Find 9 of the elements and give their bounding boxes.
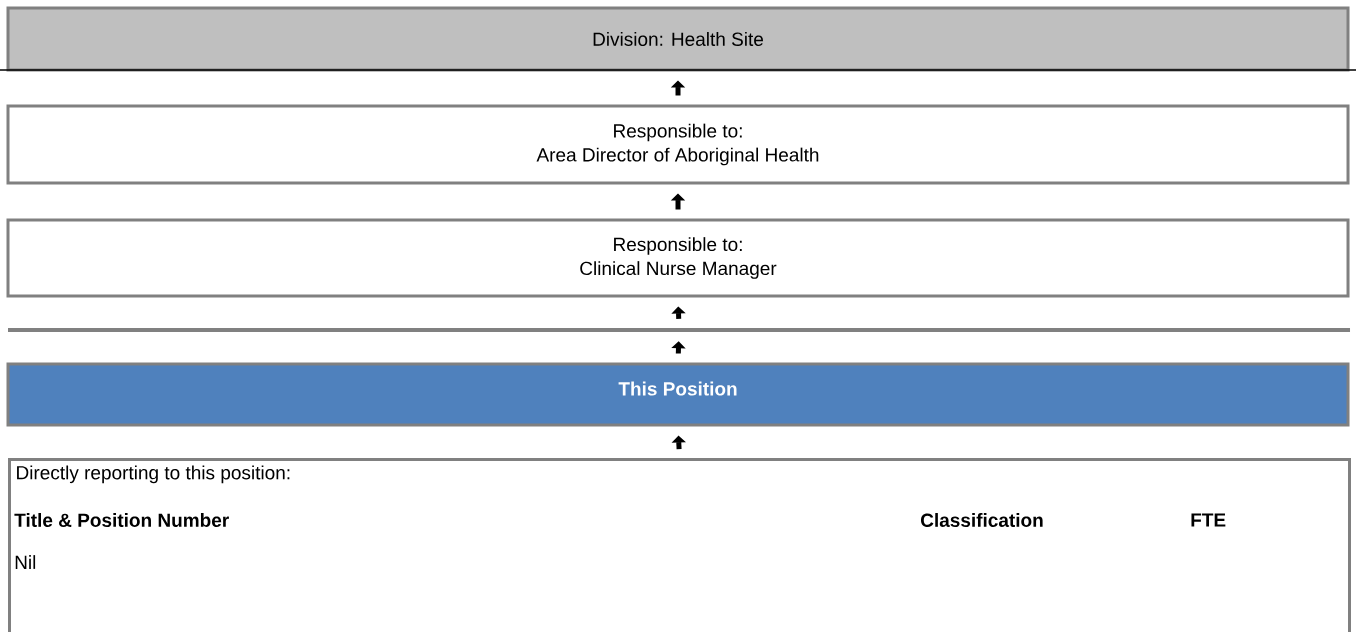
responsible-box: Responsible to: Clinical Nurse Manager [6,218,1350,298]
column-header: Title & Position Number [14,513,229,527]
division-box: Division: Health Site [6,6,1350,72]
position-box: This Position [6,362,1350,427]
separator-bar [8,328,1350,332]
cell-text: Nil [15,555,36,569]
column-header: Classification [921,513,1043,527]
responsible-box: Responsible to: Area Director of Aboriginal Health [6,104,1350,185]
column-header: FTE [1191,513,1226,527]
